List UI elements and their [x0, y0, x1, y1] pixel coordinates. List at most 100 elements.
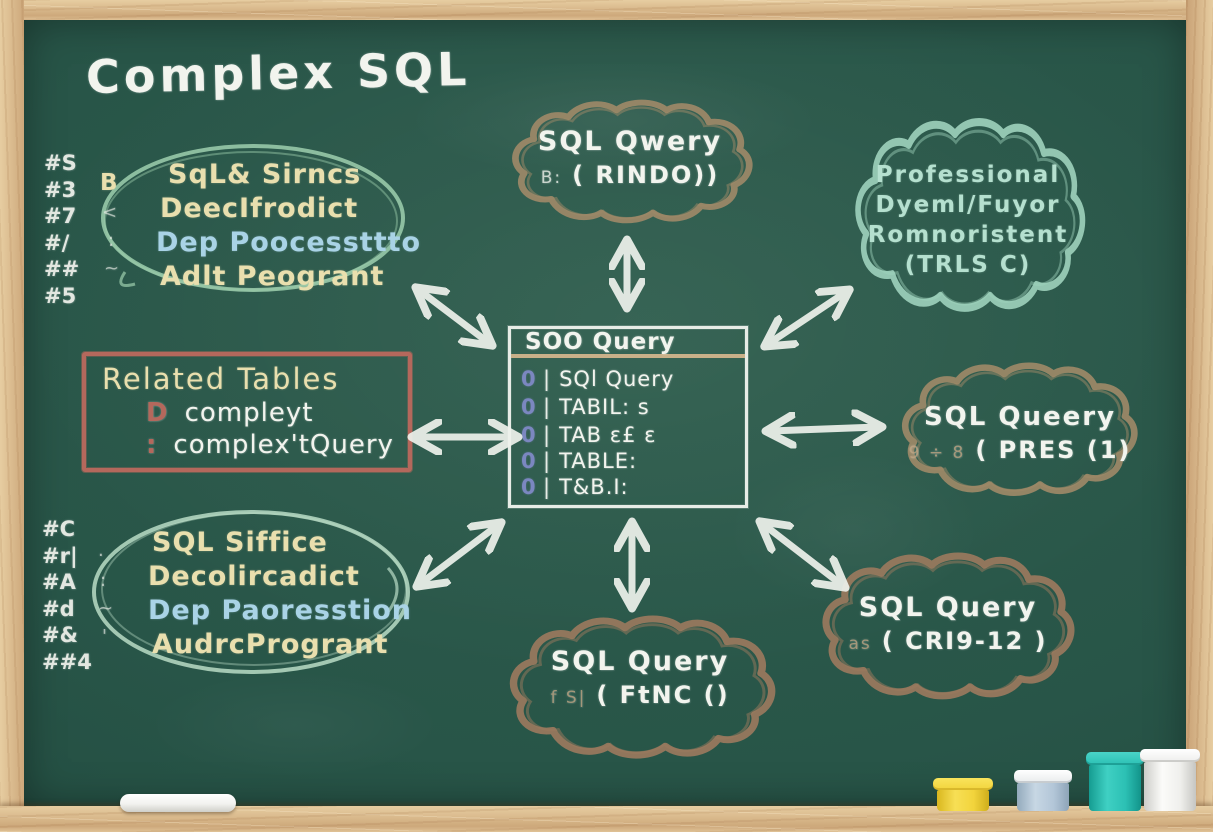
item-text: complex'tQuery	[173, 430, 394, 460]
row-label: TABLE:	[559, 449, 638, 473]
cloud-line: SQL Qwery	[537, 126, 723, 157]
frame-right	[1186, 0, 1213, 832]
cloud-line-text: ( RINDO))	[572, 161, 720, 189]
list-markers-bottom-left: #C #r| #A #d #& ##4	[42, 516, 92, 675]
cloud-line: Dyeml/Fuyor	[875, 192, 1061, 218]
column-divider: |	[543, 449, 552, 473]
cloud-outline-bottom	[509, 615, 776, 759]
chalk-smudge	[144, 670, 444, 780]
list-marker: #S	[44, 151, 77, 175]
bullet-mark: D	[146, 398, 169, 428]
row-marker: 0	[521, 367, 537, 391]
jar-bluegray	[1014, 770, 1072, 811]
list-marker: #r|	[42, 543, 78, 568]
column-divider: |	[543, 395, 552, 419]
table-row: 0| SQl Query	[521, 367, 674, 391]
list-marker: #C	[42, 517, 76, 541]
cloud-line: Professional	[875, 162, 1061, 188]
column-divider: |	[543, 367, 552, 391]
list-marker: #&	[42, 623, 78, 647]
cloud-line: 9 ÷ 8 ( PRES (1)	[909, 436, 1132, 464]
bubble-line: Decolircadict	[148, 561, 360, 592]
scribble-mark: :	[108, 230, 115, 251]
speech-bubble-outline-bottom-left	[92, 510, 410, 674]
item-text: compleyt	[184, 398, 314, 428]
cloud-outline-bottom-right	[822, 552, 1075, 700]
cloud-line: Romnoristent	[867, 222, 1069, 248]
bubble-line: Dep Paoresstion	[148, 595, 412, 626]
row-marker: 0	[521, 475, 537, 499]
jar-yellow	[933, 778, 993, 811]
chalk-stick	[120, 794, 236, 812]
cloud-line: (TRLS C)	[904, 252, 1032, 278]
bubble-line: SqL& Sirncs	[168, 159, 362, 190]
cloud-outline-top	[512, 99, 753, 224]
list-marker: #/	[44, 230, 70, 255]
cloud-top-right-text: Professional Dyeml/Fuyor Romnoristent (T…	[862, 158, 1074, 278]
row-label: TABIL: s	[559, 395, 650, 419]
cloud-bottom-text: SQL Query f S| ( FtNC ()	[527, 646, 753, 709]
cloud-bottom-right-text: SQL Query as( CRI9-12 )	[835, 592, 1061, 655]
scribble-mark: 9 ÷ 8	[908, 443, 966, 463]
scribble-mark: B:	[540, 168, 563, 188]
jar-lid	[1140, 749, 1200, 762]
jar-lid	[933, 778, 993, 790]
frame-left	[0, 0, 24, 832]
center-query-table: SOO Query 0|SQl Query 0|TABIL: s 0|TAB ɛ…	[508, 326, 748, 508]
scribble-mark: ~	[98, 598, 114, 619]
scribble-mark: .	[98, 540, 104, 561]
jar-white	[1140, 749, 1200, 811]
row-marker: 0	[521, 423, 537, 447]
scribble-mark: f S|	[550, 688, 587, 708]
related-tables-item: : complex'tQuery	[146, 430, 394, 460]
scribble-mark: '	[102, 626, 107, 647]
jar-lid	[1086, 752, 1144, 765]
row-marker: 0	[521, 395, 537, 419]
related-tables-title: Related Tables	[102, 362, 340, 396]
cloud-line-text: ( PRES (1)	[975, 436, 1132, 464]
cloud-line: B: ( RINDO))	[541, 161, 719, 189]
frame-top	[0, 0, 1213, 20]
board-title: Complex SQL	[85, 41, 471, 105]
list-marker: ##4	[42, 649, 92, 674]
cloud-line: as ( CRI9-12 )	[848, 627, 1047, 655]
table-row: 0| TABIL: s	[521, 395, 650, 419]
jar-body	[1144, 762, 1196, 811]
row-marker: 0	[521, 449, 537, 473]
cloud-line: SQL Query	[550, 646, 730, 677]
list-marker: ##	[44, 257, 80, 281]
list-marker: #7	[44, 204, 77, 228]
table-row: 0|T&B.I:	[521, 475, 629, 499]
bullet-mark: :	[146, 430, 158, 460]
list-marker: #A	[42, 570, 76, 594]
jar-body	[1089, 765, 1141, 811]
cloud-line: SQL Queery	[923, 402, 1117, 432]
jar-lid	[1014, 770, 1072, 783]
scribble-mark: :	[100, 570, 107, 591]
scribble-mark: as	[848, 634, 872, 654]
table-row: 0|TAB ɛ£ ɛ	[521, 423, 656, 447]
cloud-line-text: ( FtNC ()	[596, 681, 730, 709]
bubble-line: Dep Poocessttto	[156, 227, 422, 258]
cloud-top-text: SQL Qwery B: ( RINDO))	[520, 126, 740, 189]
cloud-line: f S| ( FtNC ()	[550, 681, 729, 709]
scribble-mark: ~	[104, 258, 120, 279]
cloud-right-text: SQL Queery 9 ÷ 8 ( PRES (1)	[909, 402, 1130, 464]
cloud-line-text: ( CRI9-12 )	[881, 627, 1048, 655]
scribble-mark: <	[102, 202, 118, 223]
table-header: SOO Query	[511, 329, 745, 358]
list-marker: #d	[42, 596, 75, 621]
jar-body	[1017, 783, 1069, 811]
bubble-line: AudrcProgrant	[152, 629, 389, 660]
bubble-line: Adlt Peogrant	[160, 261, 385, 292]
jar-body	[937, 790, 989, 811]
jar-teal	[1086, 752, 1144, 811]
row-label: TAB ɛ£ ɛ	[559, 423, 657, 447]
bubble-line: DeecIfrodict	[160, 193, 359, 224]
row-label: T&B.I:	[559, 475, 629, 499]
row-label: SQl Query	[559, 367, 675, 391]
bubble-line: SQL Siffice	[152, 527, 328, 558]
list-marker: #5	[44, 283, 77, 308]
